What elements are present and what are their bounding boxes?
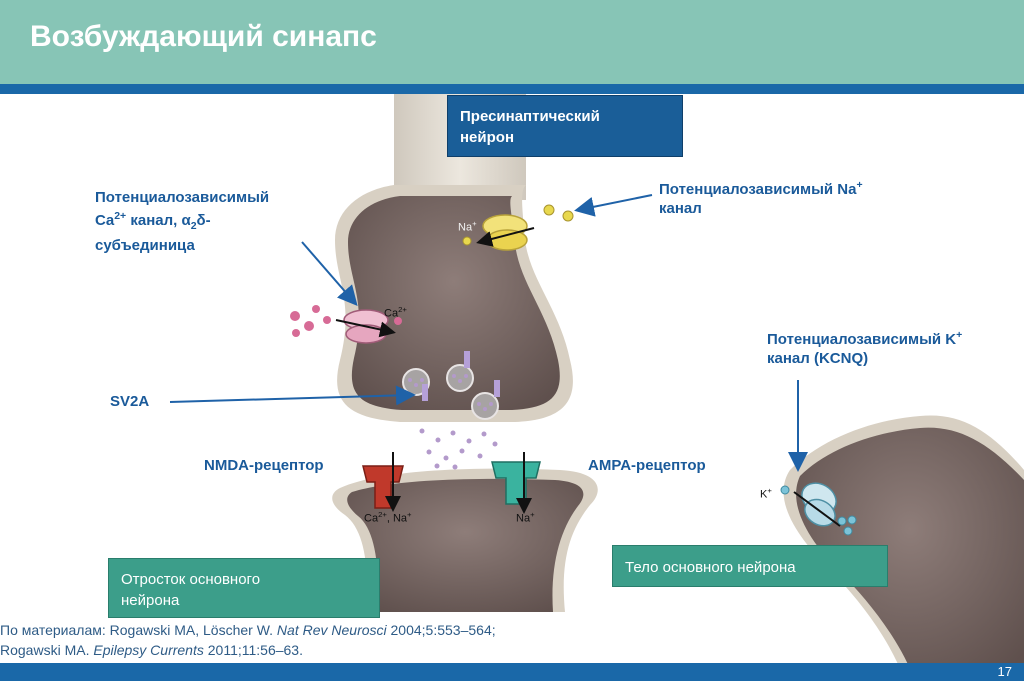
slide-title: Возбуждающий синапс (30, 20, 377, 53)
page-number: 17 (997, 664, 1012, 679)
ca-channel-label: Потенциалозависимый Ca2+ канал, α2δ- суб… (95, 188, 269, 255)
synaptic-vesicles (402, 364, 499, 420)
sv2a-label: SV2A (110, 393, 150, 410)
na-channel-arrow (574, 194, 653, 217)
na-channel (476, 214, 535, 251)
k-channel-label-line1: Потенциалозависимый K (767, 331, 957, 348)
ampa-receptor (491, 452, 541, 514)
nmda-ions-label: Ca2+, Na+ (364, 510, 412, 525)
ca-ion-charge: 2+ (114, 210, 127, 222)
nmda-receptor (362, 452, 404, 512)
ca-channel-label-line3: субъединица (95, 237, 195, 254)
vesicle-contents (408, 374, 493, 411)
na-ion-label: Na+ (458, 219, 477, 234)
k-ion-label: K+ (760, 486, 772, 501)
header-divider (0, 84, 1024, 94)
presynaptic-label-box: Пресинаптический нейрон (447, 95, 683, 157)
k-channel (793, 482, 841, 527)
soma-body (796, 427, 1024, 681)
sv2a-arrow (169, 385, 416, 406)
soma-label: Тело основного нейрона (625, 559, 796, 576)
ca-ion-text: Ca (95, 212, 115, 229)
na-channel-label: Потенциалозависимый Na+ канал (659, 176, 863, 218)
presynaptic-label: Пресинаптический нейрон (460, 108, 600, 146)
k-channel-label-line2: канал (KCNQ) (767, 350, 869, 367)
ca-ions (290, 305, 402, 337)
dendrite-label-box: Отросток основного нейрона (108, 558, 380, 618)
ca-channel-arrow (301, 241, 358, 307)
ampa-label: AMPA-рецептор (588, 457, 706, 474)
k-channel-charge: + (956, 329, 963, 341)
ampa-ion-label: Na+ (516, 510, 535, 525)
k-channel-label: Потенциалозависимый K+ канал (KCNQ) (767, 326, 962, 368)
sv2a-proteins (422, 351, 500, 401)
ca-alpha-subscript: 2 (190, 220, 197, 232)
ca-delta-text: δ- (196, 212, 211, 229)
nmda-label: NMDA-рецептор (204, 457, 324, 474)
na-ions (462, 204, 574, 246)
neurotransmitter (419, 428, 498, 470)
ca-channel-label-line1: Потенциалозависимый (95, 189, 270, 206)
soma-label-box: Тело основного нейрона (612, 545, 888, 587)
k-ions (780, 485, 857, 536)
na-channel-charge: + (856, 179, 863, 191)
header-bar (0, 0, 1024, 84)
ca-channel (335, 309, 396, 344)
dendrite-label: Отросток основного нейрона (121, 571, 261, 609)
source-citation: По материалам: Rogawski MA, Löscher W. N… (0, 622, 496, 658)
na-channel-label-line2: канал (659, 200, 702, 217)
na-channel-label-line1: Потенциалозависимый Na (659, 181, 857, 198)
footer-bar: 17 (0, 663, 1024, 681)
ca-ion-label: Ca2+ (384, 305, 407, 320)
ca-channel-label-line2: канал, α (126, 212, 191, 229)
